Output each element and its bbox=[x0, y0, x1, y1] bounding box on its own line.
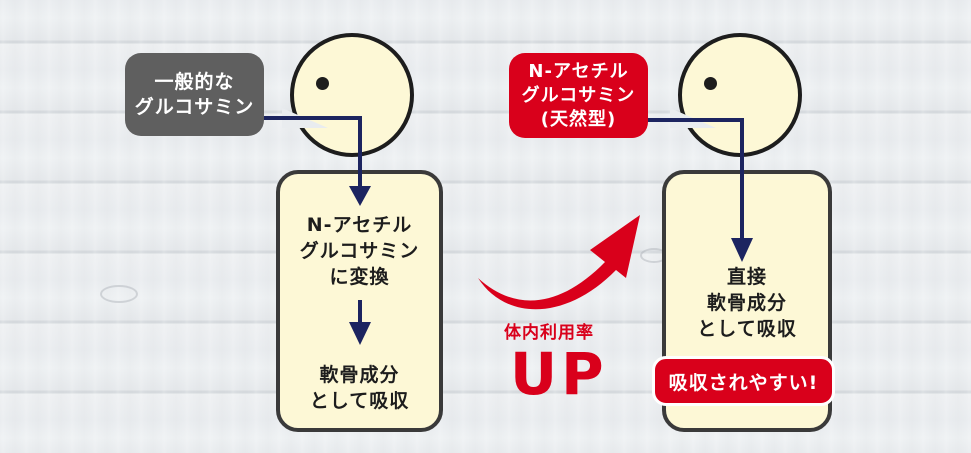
left-arrowhead-2 bbox=[349, 322, 371, 345]
left-conversion-text: N-アセチル グルコサミン に変換 bbox=[282, 212, 437, 290]
left-result-text: 軟骨成分 として吸収 bbox=[282, 362, 437, 414]
left-result-line-2: として吸収 bbox=[309, 390, 410, 412]
right-arrowhead bbox=[731, 238, 753, 262]
right-tag-line-3: (天然型) bbox=[540, 108, 617, 130]
right-result-line-2: 軟骨成分 bbox=[706, 292, 787, 314]
left-result-line-1: 軟骨成分 bbox=[319, 364, 400, 386]
conversion-line-2: グルコサミン bbox=[299, 240, 420, 262]
up-label: UP bbox=[510, 340, 608, 408]
left-head-icon bbox=[290, 33, 414, 157]
left-tag-line-1: 一般的な bbox=[154, 70, 235, 93]
left-arrowhead-1 bbox=[349, 186, 371, 206]
big-curved-arrow bbox=[478, 215, 640, 310]
right-source-tag: N-アセチル グルコサミン (天然型) bbox=[509, 53, 648, 138]
right-head-icon bbox=[678, 33, 802, 157]
wood-knot bbox=[100, 285, 138, 303]
left-intake-line bbox=[264, 116, 362, 190]
conversion-line-1: N-アセチル bbox=[306, 214, 413, 236]
conversion-line-3: に変換 bbox=[329, 266, 390, 288]
right-result-line-1: 直接 bbox=[726, 266, 767, 288]
left-source-tag: 一般的な グルコサミン bbox=[125, 53, 264, 136]
left-tag-line-2: グルコサミン bbox=[134, 95, 255, 118]
right-result-line-3: として吸収 bbox=[697, 318, 797, 340]
right-eye bbox=[704, 77, 717, 90]
absorption-badge: 吸収されやすい! bbox=[652, 356, 835, 406]
right-tag-line-2: グルコサミン bbox=[521, 84, 636, 106]
left-eye bbox=[316, 77, 329, 90]
right-result-text: 直接 軟骨成分 として吸収 bbox=[668, 264, 826, 342]
bioavailability-label: 体内利用率 bbox=[504, 323, 594, 343]
right-tag-line-1: N-アセチル bbox=[528, 60, 629, 82]
right-intake-line bbox=[648, 118, 744, 240]
